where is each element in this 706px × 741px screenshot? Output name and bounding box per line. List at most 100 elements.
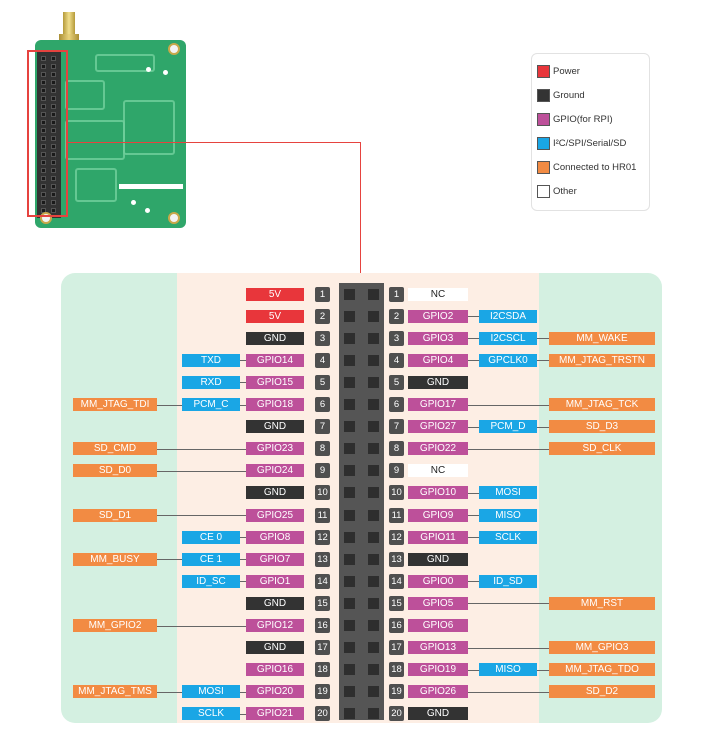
- header-pin: [344, 597, 355, 609]
- pin-number: 15: [389, 595, 404, 611]
- pin-number: 5: [315, 374, 330, 390]
- pin-label-sd-d2: SD_D2: [549, 685, 655, 699]
- pin-label-ce-0: CE 0: [182, 530, 240, 544]
- mounting-hole: [168, 212, 180, 224]
- pin-label-ce-1: CE 1: [182, 552, 240, 566]
- pin-label-gnd: GND: [246, 486, 304, 500]
- pin-label-gpio15: GPIO15: [246, 375, 304, 389]
- header-pin: [368, 620, 379, 631]
- pin-label-mm-rst: MM_RST: [549, 596, 655, 610]
- pin-number: 2: [389, 308, 404, 324]
- connector-line: [537, 338, 549, 339]
- pin-label-gpio7: GPIO7: [246, 552, 304, 566]
- connector-line: [157, 626, 246, 627]
- pin-number: 12: [389, 529, 404, 545]
- connector-line: [468, 692, 549, 693]
- header-pin: [344, 531, 355, 543]
- connector-line: [240, 405, 246, 406]
- pin-label-gpio21: GPIO21: [246, 707, 304, 721]
- pin-label-mm-jtag-tms: MM_JTAG_TMS: [73, 685, 157, 699]
- pin-label-gnd: GND: [408, 707, 468, 721]
- pin-label-pcm-c: PCM_C: [182, 398, 240, 411]
- connector-line: [537, 670, 549, 671]
- pin-label-mm-jtag-tck: MM_JTAG_TCK: [549, 398, 655, 411]
- pin-label-gpio17: GPIO17: [408, 398, 468, 411]
- header-pin: [368, 553, 379, 565]
- pin-label-txd: TXD: [182, 353, 240, 367]
- pin-label-i2csda: I2CSDA: [479, 309, 537, 323]
- connector-line: [468, 338, 479, 339]
- connector-line: [468, 316, 479, 317]
- header-pin: [344, 332, 355, 344]
- pin-label-gpio19: GPIO19: [408, 663, 468, 677]
- header-pin: [368, 288, 379, 300]
- pin-number: 14: [389, 573, 404, 589]
- pin-label-gpio13: GPIO13: [408, 641, 468, 655]
- header-pin: [344, 421, 355, 433]
- pin-number: 2: [315, 308, 330, 324]
- pin-label-sd-cmd: SD_CMD: [73, 442, 157, 456]
- legend-swatch: [537, 64, 550, 78]
- pin-number: 9: [389, 463, 404, 479]
- pin-number: 17: [389, 640, 404, 656]
- pin-number: 19: [315, 684, 330, 700]
- header-pin: [344, 708, 355, 720]
- pin-label-gpio14: GPIO14: [246, 353, 304, 367]
- connector-line: [468, 603, 549, 604]
- pin-label-5v: 5V: [246, 287, 304, 301]
- pin-label-gnd: GND: [246, 596, 304, 610]
- pin-label-gpio2: GPIO2: [408, 309, 468, 323]
- callout-line: [68, 142, 361, 143]
- header-pin: [344, 376, 355, 388]
- header-pin: [368, 310, 379, 322]
- legend-swatch: [537, 88, 550, 102]
- mounting-hole: [168, 43, 180, 55]
- header-pin: [368, 376, 379, 388]
- pin-number: 16: [389, 618, 404, 633]
- header-pin: [368, 487, 379, 499]
- pin-number: 15: [315, 595, 330, 611]
- pin-number: 5: [389, 374, 404, 390]
- header-pin: [344, 509, 355, 521]
- pin-label-gpio16: GPIO16: [246, 663, 304, 677]
- gpio-header-connector: [37, 52, 61, 218]
- pin-number: 4: [315, 352, 330, 368]
- pin-number: 18: [315, 662, 330, 678]
- pin-label-sclk: SCLK: [479, 530, 537, 544]
- header-pin: [368, 597, 379, 609]
- pin-label-gpio1: GPIO1: [246, 574, 304, 588]
- pin-label-gpio26: GPIO26: [408, 685, 468, 699]
- pin-number: 1: [315, 286, 330, 302]
- pin-label-gnd: GND: [246, 420, 304, 434]
- pin-label-gpio18: GPIO18: [246, 398, 304, 411]
- connector-line: [240, 559, 246, 560]
- pin-number: 8: [389, 441, 404, 457]
- header-pin: [344, 686, 355, 698]
- connector-line: [157, 449, 246, 450]
- header-pin: [344, 553, 355, 565]
- legend-label: Connected to HR01: [553, 161, 637, 173]
- pin-label-gnd: GND: [408, 552, 468, 566]
- pin-label-5v: 5V: [246, 309, 304, 323]
- pin-number: 6: [389, 397, 404, 412]
- pin-label-gpio22: GPIO22: [408, 442, 468, 456]
- connector-line: [240, 581, 246, 582]
- pin-label-gpio23: GPIO23: [246, 442, 304, 456]
- legend-item-gpio: GPIO(for RPI): [537, 112, 613, 126]
- pin-label-gpio20: GPIO20: [246, 685, 304, 699]
- pin-label-pcm-d: PCM_D: [479, 420, 537, 434]
- header-pin: [344, 443, 355, 455]
- connector-line: [240, 360, 246, 361]
- pin-number: 3: [315, 330, 330, 346]
- connector-line: [240, 714, 246, 715]
- pin-label-mm-gpio3: MM_GPIO3: [549, 641, 655, 655]
- pin-number: 20: [389, 706, 404, 722]
- pin-number: 13: [389, 551, 404, 567]
- legend-label: Other: [553, 185, 577, 197]
- header-pin: [368, 421, 379, 433]
- connector-line: [157, 405, 182, 406]
- pin-label-mosi: MOSI: [182, 685, 240, 699]
- connector-line: [157, 515, 246, 516]
- connector-line: [468, 581, 479, 582]
